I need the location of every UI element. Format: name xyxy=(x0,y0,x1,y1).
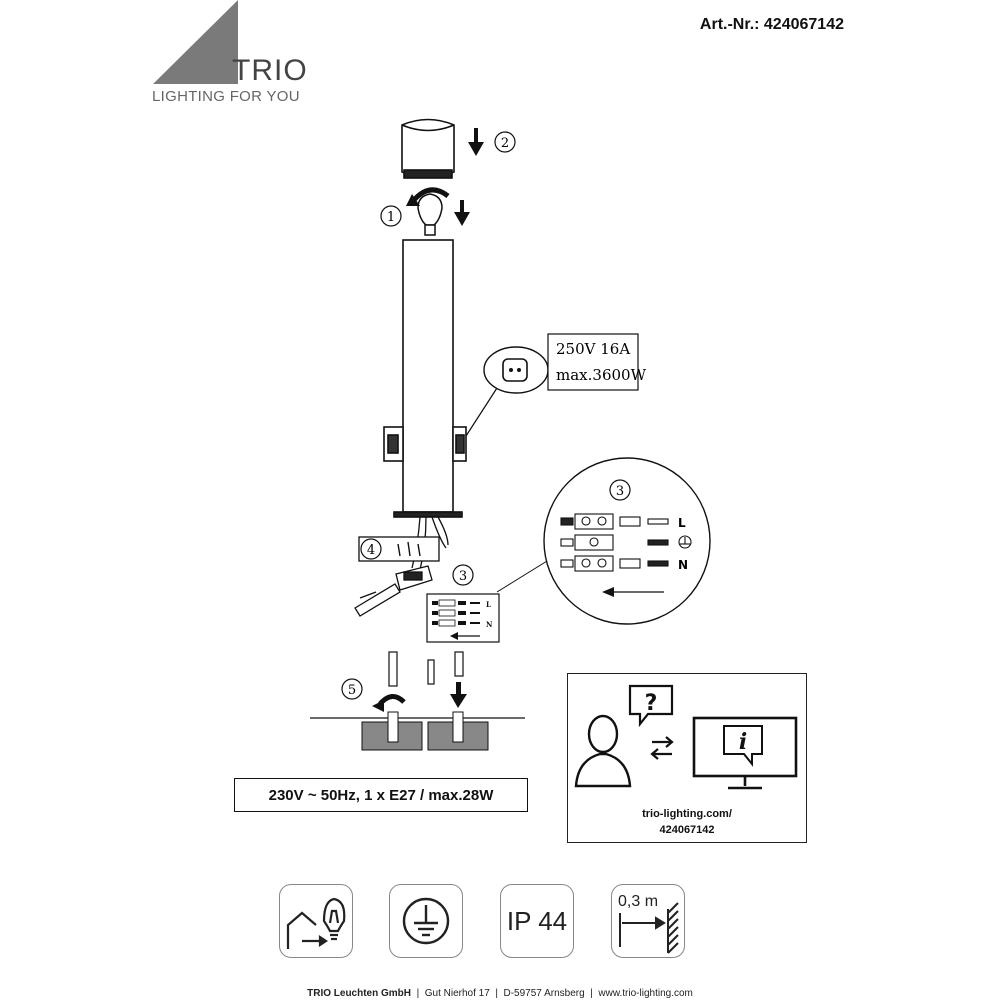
socket-rating-box xyxy=(547,333,639,391)
step-4-label: 4 xyxy=(367,543,375,558)
step-2-label: 2 xyxy=(501,136,509,151)
info-url-line1[interactable]: trio-lighting.com/ xyxy=(642,808,732,820)
footer-address: Gut Nierhof 17 xyxy=(424,988,490,999)
wiring-thumbnail-terminals: L N xyxy=(432,599,493,629)
electrical-spec: 230V ~ 50Hz, 1 x E27 / max.28W xyxy=(234,778,528,812)
terminal-row-n xyxy=(560,555,669,572)
step-1-marker xyxy=(380,205,402,227)
arrow-left-icon xyxy=(602,587,664,597)
arrow-down-icon xyxy=(468,128,484,156)
footer: TRIO Leuchten GmbH | Gut Nierhof 17 | D-… xyxy=(307,988,693,999)
brand-name: TRIO xyxy=(232,54,308,87)
svg-text:N: N xyxy=(486,620,493,629)
person-screen-graphic: ? i xyxy=(574,684,798,790)
question-bubble-icon xyxy=(628,684,674,728)
ip-rating-symbol: IP 44 xyxy=(500,884,574,958)
step-1-label: 1 xyxy=(387,210,395,225)
step-5-marker xyxy=(341,678,363,700)
terminal-l-label: L xyxy=(678,516,686,530)
terminal-n-label: N xyxy=(678,558,688,572)
swap-arrows-icon xyxy=(650,736,674,760)
socket-rating-line1: 250V 16A xyxy=(556,340,630,358)
svg-text:L: L xyxy=(486,600,491,609)
article-number: Art.-Nr.: 424067142 xyxy=(699,16,844,33)
bulb-icon xyxy=(406,187,450,236)
min-distance-text: 0,3 m xyxy=(618,893,659,910)
house-bulb-icon xyxy=(286,897,346,949)
footer-city: D-59757 Arnsberg xyxy=(503,988,585,999)
socket-icon xyxy=(502,358,528,382)
step-3-detail-marker xyxy=(609,479,631,501)
distance-arrow-icon xyxy=(619,902,679,954)
min-distance-symbol: 0,3 m xyxy=(611,884,685,958)
wiring-detail-circle xyxy=(543,457,711,625)
connector-block xyxy=(354,565,433,617)
info-url-line2[interactable]: 424067142 xyxy=(659,824,715,836)
socket-rating-line2: max.3600W xyxy=(556,366,647,384)
protection-class-symbol xyxy=(389,884,463,958)
step-3-label: 3 xyxy=(459,569,467,584)
ground-holes xyxy=(361,711,489,751)
svg-text:?: ? xyxy=(645,691,658,716)
ground-anchors xyxy=(388,651,464,687)
rotate-arrow-icon xyxy=(372,694,406,712)
step-2-marker xyxy=(494,131,516,153)
online-info-panel: ? i trio-lighting.com/ 424067142 xyxy=(567,673,807,843)
lamp-shade xyxy=(401,118,455,179)
info-bubble-icon xyxy=(723,725,763,767)
footer-website[interactable]: www.trio-lighting.com xyxy=(598,988,693,999)
brand-tagline: LIGHTING FOR YOU xyxy=(152,88,300,105)
footer-company: TRIO Leuchten GmbH xyxy=(307,988,412,999)
screws-icon xyxy=(397,541,421,557)
earth-ground-icon xyxy=(402,897,450,945)
step-5-label: 5 xyxy=(348,683,356,698)
terminal-row-l xyxy=(560,513,669,530)
indoor-bulb-symbol xyxy=(279,884,353,958)
arrow-down-icon xyxy=(450,682,467,708)
step-3-detail-label: 3 xyxy=(616,484,624,499)
terminal-row-earth xyxy=(560,534,692,551)
svg-text:i: i xyxy=(739,729,747,755)
step-3-marker xyxy=(452,564,474,586)
ip-rating-text: IP 44 xyxy=(506,905,568,936)
bollard-post xyxy=(383,239,467,518)
step-4-marker xyxy=(360,538,382,560)
person-icon xyxy=(574,714,632,788)
logo-triangle-icon xyxy=(153,0,238,84)
arrow-down-icon xyxy=(454,200,470,226)
arrow-left-icon xyxy=(450,632,480,640)
